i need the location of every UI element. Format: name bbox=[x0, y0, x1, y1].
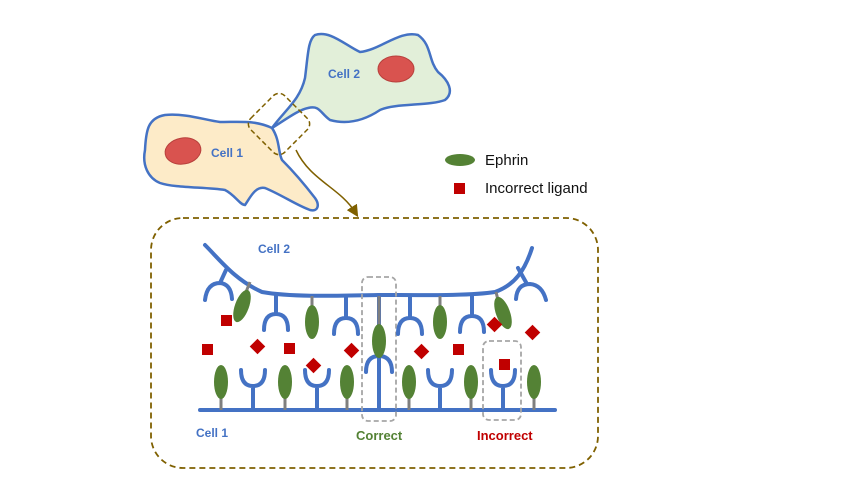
correct-highlight-box bbox=[361, 276, 397, 422]
top-receptor bbox=[262, 294, 290, 332]
top-ephrins bbox=[233, 281, 512, 358]
legend: Ephrin Incorrect ligand bbox=[445, 152, 588, 197]
cell-1-shape bbox=[143, 113, 319, 212]
bottom-receptor bbox=[426, 368, 454, 412]
cell-2-shape bbox=[270, 32, 452, 130]
incorrect-ligand-legend-icon bbox=[454, 183, 465, 194]
cell-2-nucleus bbox=[377, 55, 415, 83]
incorrect-ligand bbox=[221, 315, 232, 326]
ephrin bbox=[464, 365, 478, 399]
ephrin bbox=[340, 365, 354, 399]
incorrect-ligand bbox=[453, 344, 464, 355]
incorrect-receptor bbox=[489, 368, 517, 412]
incorrect-ligand bbox=[343, 342, 360, 359]
incorrect-ligand bbox=[284, 343, 295, 354]
correct-label: Correct bbox=[356, 428, 403, 443]
ephrin bbox=[372, 324, 386, 358]
ephrin-legend-icon bbox=[445, 154, 475, 166]
ephrin bbox=[433, 305, 447, 339]
incorrect-highlight-box bbox=[482, 340, 522, 421]
incorrect-ligand bbox=[305, 357, 322, 374]
ephrin bbox=[214, 365, 228, 399]
incorrect-ligand bbox=[524, 324, 541, 341]
zoom-arrow bbox=[295, 149, 359, 218]
cell-2-label: Cell 2 bbox=[328, 67, 360, 81]
incorrect-ligands bbox=[202, 315, 541, 374]
top-receptor bbox=[514, 266, 548, 302]
top-receptor bbox=[203, 268, 234, 302]
contact-zoom-box bbox=[247, 92, 311, 156]
incorrect-ligand bbox=[202, 344, 213, 355]
ephrin bbox=[402, 365, 416, 399]
zoom-cell-1-label: Cell 1 bbox=[196, 426, 228, 440]
incorrect-ligand bbox=[413, 343, 430, 360]
ephrin bbox=[527, 365, 541, 399]
bottom-receptors bbox=[239, 368, 517, 412]
incorrect-ligand-bound bbox=[499, 359, 510, 370]
cell-1-nucleus bbox=[164, 137, 202, 165]
bottom-receptor bbox=[303, 368, 331, 412]
incorrect-ligand bbox=[249, 338, 266, 355]
top-receptor bbox=[396, 294, 424, 336]
cell-2-membrane bbox=[203, 243, 534, 298]
ephrin bbox=[494, 296, 512, 330]
zoom-panel bbox=[150, 217, 599, 469]
incorrect-label: Incorrect bbox=[477, 428, 533, 443]
ephrin-legend-label: Ephrin bbox=[485, 152, 528, 169]
ephrin bbox=[305, 305, 319, 339]
cell-1-label: Cell 1 bbox=[211, 146, 243, 160]
ephrin bbox=[233, 289, 251, 323]
ephrin bbox=[278, 365, 292, 399]
top-receptor bbox=[458, 294, 486, 334]
zoom-cell-2-label: Cell 2 bbox=[258, 242, 290, 256]
bottom-ephrins bbox=[214, 365, 541, 410]
incorrect-ligand-legend-label: Incorrect ligand bbox=[485, 180, 588, 197]
bottom-receptor bbox=[239, 368, 267, 412]
top-receptor bbox=[332, 294, 360, 336]
